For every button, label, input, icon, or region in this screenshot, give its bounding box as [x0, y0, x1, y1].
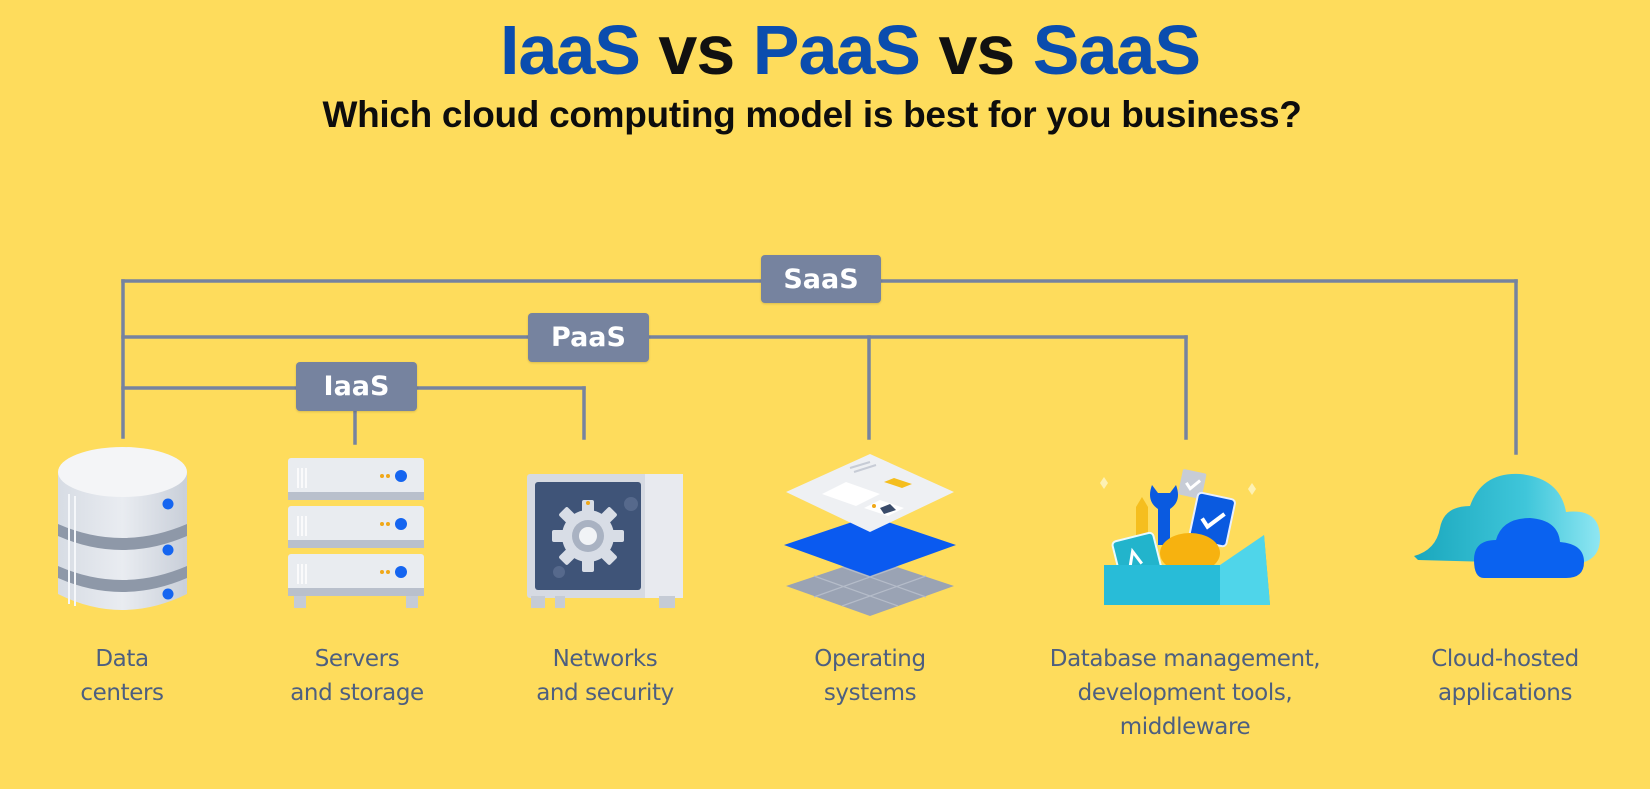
iaas-tier-badge: IaaS	[296, 362, 417, 411]
saas-tier-badge: SaaS	[761, 255, 881, 303]
paas-tier-badge: PaaS	[528, 313, 649, 362]
toolbox-icon	[1100, 469, 1270, 605]
page-subtitle: Which cloud computing model is best for …	[322, 94, 1302, 135]
label-data-centers: Data centers	[80, 646, 164, 706]
title-iaas: IaaS	[499, 11, 641, 89]
title-vs-2: vs	[920, 11, 1033, 89]
title-vs-1: vs	[639, 11, 753, 89]
title-paas: PaaS	[752, 11, 921, 89]
title-saas: SaaS	[1032, 11, 1201, 89]
label-servers-storage: Servers and storage	[290, 646, 424, 706]
layers-icon	[784, 454, 956, 616]
database-icon	[58, 447, 187, 610]
server-rack-icon	[288, 458, 424, 608]
label-networks-security: Networks and security	[536, 646, 674, 706]
label-database-dev-tools: Database management, development tools, …	[1049, 646, 1321, 740]
cloud-icon	[1414, 473, 1600, 578]
safe-gear-icon	[527, 474, 683, 608]
label-cloud-apps: Cloud-hosted applications	[1431, 646, 1579, 706]
label-operating-systems: Operating systems	[814, 646, 926, 706]
page-title: IaaS vs PaaS vs SaaS	[0, 8, 1650, 92]
